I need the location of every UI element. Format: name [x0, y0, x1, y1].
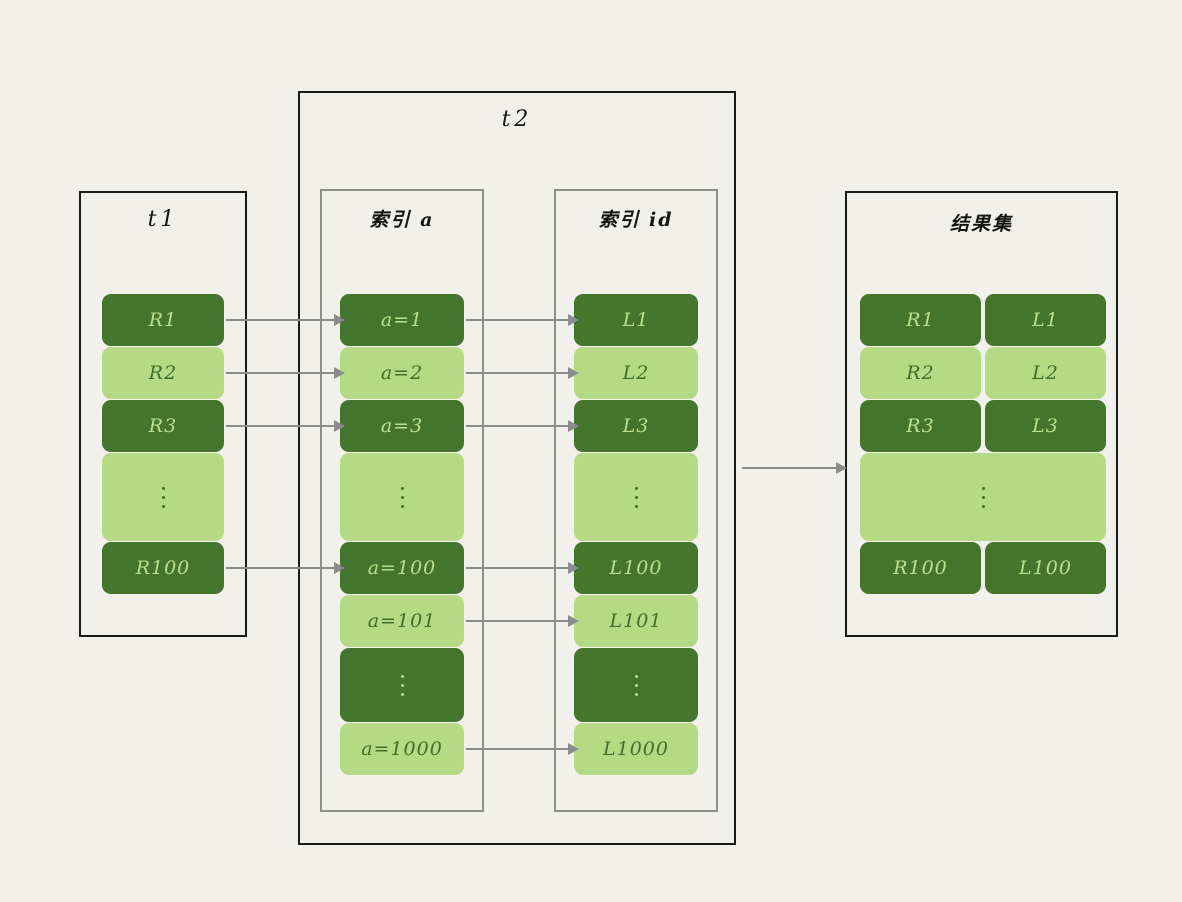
connector-line	[226, 425, 336, 427]
connector-line	[466, 372, 570, 374]
connector-arrowhead	[334, 367, 345, 379]
ellipsis-dots	[161, 484, 165, 511]
index-a-row-a1000-label: a=1000	[361, 738, 443, 760]
result-row-l3-right[interactable]: L3	[985, 400, 1106, 452]
result-row-r1-left-label: R1	[906, 309, 935, 331]
connector-line	[466, 748, 570, 750]
result-row-l3-right-label: L3	[1032, 415, 1059, 437]
index-a-row-a1-label: a=1	[380, 309, 424, 331]
connector-arrowhead	[568, 743, 579, 755]
ellipsis-dots	[400, 484, 404, 511]
t1-row-r100[interactable]: R100	[102, 542, 224, 594]
ellipsis-dots	[981, 484, 985, 511]
index-id-row-l100[interactable]: L100	[574, 542, 698, 594]
t1-row-r100-label: R100	[135, 557, 191, 579]
result-row-l1-right-label: L1	[1032, 309, 1059, 331]
t1-row-r1[interactable]: R1	[102, 294, 224, 346]
index-id-row-l3[interactable]: L3	[574, 400, 698, 452]
result-row-r2-left[interactable]: R2	[860, 347, 981, 399]
result-row-ellipsis[interactable]	[860, 453, 1106, 541]
index-a-row-a101[interactable]: a=101	[340, 595, 464, 647]
index-a-row-ellipsis-6[interactable]	[340, 648, 464, 722]
result-row-l2-right-label: L2	[1032, 362, 1059, 384]
index-id-row-l1-label: L1	[622, 309, 650, 331]
t2-title: t2	[501, 107, 533, 132]
index-a-row-a1000[interactable]: a=1000	[340, 723, 464, 775]
index-id-row-l1000-label: L1000	[603, 738, 669, 760]
connector-arrowhead	[568, 314, 579, 326]
index-id-row-l1000[interactable]: L1000	[574, 723, 698, 775]
t1-row-r3[interactable]: R3	[102, 400, 224, 452]
index-id-row-l2[interactable]: L2	[574, 347, 698, 399]
connector-line	[226, 319, 336, 321]
result-row-r2-left-label: R2	[906, 362, 935, 384]
t1-row-r3-label: R3	[148, 415, 178, 437]
result-row-l1-right[interactable]: L1	[985, 294, 1106, 346]
result-row-r3-left[interactable]: R3	[860, 400, 981, 452]
index-id-title: 索引 id	[598, 209, 674, 231]
t1-row-r1-label: R1	[148, 309, 178, 331]
index-id-row-l1[interactable]: L1	[574, 294, 698, 346]
t1-row-r2-label: R2	[148, 362, 178, 384]
connector-arrowhead	[334, 562, 345, 574]
result-row-r100-left[interactable]: R100	[860, 542, 981, 594]
index-a-row-a3-label: a=3	[380, 415, 424, 437]
index-a-row-a100-label: a=100	[367, 557, 437, 579]
connector-arrowhead	[568, 615, 579, 627]
connector-line	[742, 467, 838, 469]
index-id-row-l100-label: L100	[609, 557, 663, 579]
connector-arrowhead	[568, 367, 579, 379]
connector-arrowhead	[334, 420, 345, 432]
index-a-row-a2-label: a=2	[380, 362, 424, 384]
result-row-l100-right-label: L100	[1019, 557, 1072, 579]
index-a-row-a3[interactable]: a=3	[340, 400, 464, 452]
connector-arrowhead	[334, 314, 345, 326]
connector-line	[226, 372, 336, 374]
index-a-row-a2[interactable]: a=2	[340, 347, 464, 399]
index-id-row-ellipsis-6[interactable]	[574, 648, 698, 722]
t1-row-r2[interactable]: R2	[102, 347, 224, 399]
connector-arrowhead	[836, 462, 847, 474]
index-a-title: 索引 a	[369, 209, 435, 231]
index-id-row-l101-label: L101	[609, 610, 663, 632]
index-id-row-l2-label: L2	[622, 362, 650, 384]
ellipsis-dots	[634, 484, 638, 511]
index-id-row-ellipsis-3[interactable]	[574, 453, 698, 541]
result-set-title: 结果集	[949, 213, 1013, 235]
index-a-row-a100[interactable]: a=100	[340, 542, 464, 594]
result-row-l2-right[interactable]: L2	[985, 347, 1106, 399]
connector-arrowhead	[568, 562, 579, 574]
t1-row-ellipsis[interactable]	[102, 453, 224, 541]
t1-title: t1	[147, 207, 179, 232]
connector-line	[466, 425, 570, 427]
result-row-r1-left[interactable]: R1	[860, 294, 981, 346]
index-a-row-a101-label: a=101	[367, 610, 437, 632]
index-id-row-l101[interactable]: L101	[574, 595, 698, 647]
result-row-l100-right[interactable]: L100	[985, 542, 1106, 594]
index-a-row-ellipsis-3[interactable]	[340, 453, 464, 541]
connector-line	[466, 319, 570, 321]
index-a-row-a1[interactable]: a=1	[340, 294, 464, 346]
connector-line	[226, 567, 336, 569]
result-row-r3-left-label: R3	[906, 415, 935, 437]
result-row-r100-left-label: R100	[893, 557, 948, 579]
index-id-row-l3-label: L3	[622, 415, 650, 437]
connector-arrowhead	[568, 420, 579, 432]
connector-line	[466, 620, 570, 622]
ellipsis-dots	[400, 672, 404, 699]
connector-line	[466, 567, 570, 569]
ellipsis-dots	[634, 672, 638, 699]
